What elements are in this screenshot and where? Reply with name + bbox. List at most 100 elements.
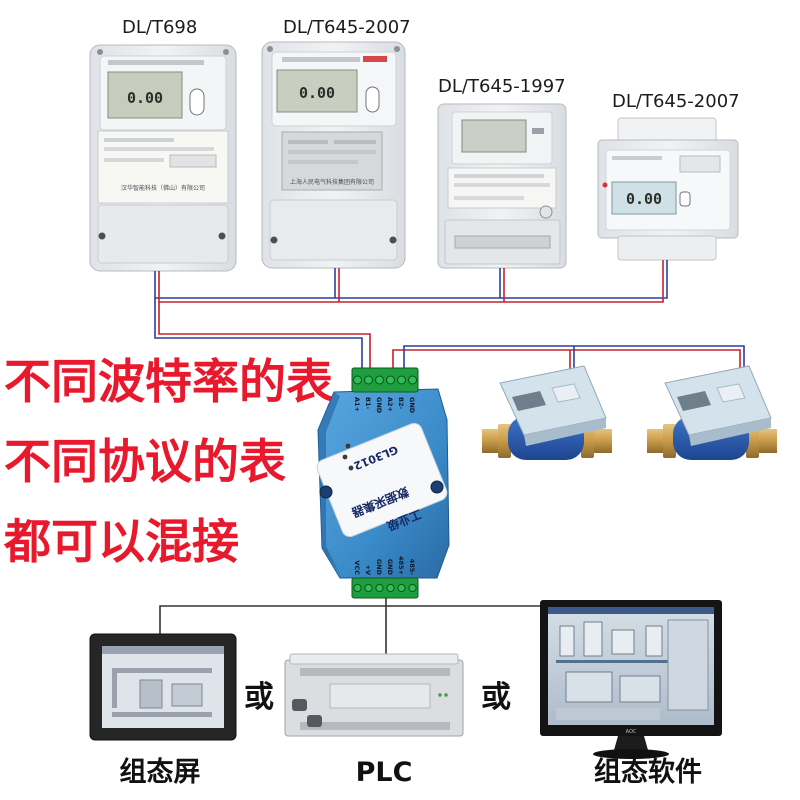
software-tank — [583, 621, 603, 657]
terminal-screw — [397, 375, 406, 385]
meter-bottom-cap — [617, 235, 717, 261]
meter-brand-mark — [363, 56, 387, 62]
led-3 — [348, 465, 354, 471]
meter-terminal-cover — [269, 199, 398, 261]
software-tank — [645, 625, 663, 657]
plc-front-cover — [329, 683, 431, 709]
rs485-bus-2 — [392, 345, 745, 372]
slogan-line-1: 不同波特率的表 — [4, 355, 333, 410]
software-unit — [565, 671, 613, 703]
bus-1-feed-a — [158, 302, 371, 369]
hmi-caption: 组态屏 — [120, 756, 201, 788]
software-status-bar — [556, 708, 660, 720]
terminal-screw — [364, 375, 373, 385]
terminal-screw — [397, 583, 406, 593]
screw — [223, 49, 229, 55]
protocol-label-2: DL/T645-2007 — [283, 17, 411, 38]
protocol-label-4: DL/T645-2007 — [612, 91, 740, 112]
nameplate-print — [454, 174, 544, 178]
meter-indicator — [532, 128, 544, 134]
meter-terminal-row — [454, 235, 551, 249]
terminal-label: B2- — [397, 397, 405, 409]
register-cover-edge — [689, 418, 771, 446]
software-title-bar — [548, 607, 714, 614]
terminal-screw — [386, 375, 395, 385]
brass-nut — [498, 424, 511, 458]
led-1 — [345, 443, 351, 449]
meter-terminal-cover — [97, 204, 229, 264]
bottom-terminal-screws — [353, 583, 417, 593]
terminal-label: GND — [375, 397, 383, 414]
monitor-stand-neck — [614, 736, 648, 750]
register-card-area — [716, 383, 746, 403]
brass-outlet — [590, 429, 612, 453]
terminal-label: GND — [408, 397, 416, 414]
software-unit — [619, 675, 661, 703]
terminal-screw — [386, 583, 395, 593]
brass-outlet — [755, 429, 777, 453]
meter-pulse-led — [602, 182, 608, 188]
collector-label-panel — [316, 422, 448, 538]
terminal-label: A2+ — [386, 397, 394, 412]
meter-button — [365, 86, 380, 113]
plc-terminal-strip — [300, 722, 450, 730]
or-label-1: 或 — [244, 680, 274, 715]
meter-header-print — [282, 57, 360, 62]
nameplate-print — [104, 158, 164, 162]
terminal-screw — [408, 583, 417, 593]
meter-lcd — [276, 69, 358, 113]
screw — [98, 232, 106, 240]
terminal-label: 485+ — [397, 556, 405, 575]
terminal-screw — [364, 583, 373, 593]
meter-lcd-reading: 0.00 — [299, 84, 335, 102]
meter-seal-knob — [539, 205, 553, 219]
screw — [270, 236, 278, 244]
screw — [389, 236, 397, 244]
slogan-line-2: 不同协议的表 — [4, 435, 286, 490]
nameplate-print — [288, 160, 358, 164]
terminal-screw — [353, 375, 362, 385]
meter-button — [679, 191, 691, 207]
software-caption: 组态软件 — [594, 756, 702, 788]
terminal-label: GND — [375, 559, 383, 576]
monitor-stand-base — [593, 749, 669, 759]
brass-nut — [663, 424, 676, 458]
hmi-pipe — [112, 712, 212, 717]
electricity-meter-4: 0.00 — [597, 117, 739, 261]
nameplate-print — [104, 147, 214, 151]
hmi-title-bar — [102, 646, 224, 654]
bus-1-wire-b — [154, 260, 668, 299]
nameplate-print — [104, 138, 174, 142]
meter-lcd-reading: 0.00 — [127, 89, 163, 107]
bottom-terminal-block — [351, 577, 419, 599]
output-bus — [159, 598, 541, 657]
water-meter-1 — [482, 365, 612, 460]
top-terminal-screws — [353, 375, 417, 385]
nameplate-print — [288, 140, 328, 144]
nameplate-barcode — [169, 154, 217, 168]
terminal-label: 485- — [408, 559, 416, 576]
mount-screw-right — [430, 480, 444, 494]
monitor-brand-logo: AOC — [626, 729, 637, 735]
screw — [97, 49, 103, 55]
rs485-bus-1 — [154, 260, 668, 369]
register-cover-edge — [524, 418, 606, 446]
terminal-label: B1- — [364, 397, 372, 409]
bus-2-wire-a — [392, 349, 741, 369]
plc-controller — [284, 653, 464, 737]
screw — [218, 232, 226, 240]
hmi-pipe — [112, 668, 212, 673]
db9-port-1 — [292, 699, 307, 711]
plc-status-led — [444, 693, 448, 697]
hmi-touch-screen — [89, 633, 237, 741]
slogan-line-3: 都可以混接 — [3, 515, 239, 570]
nameplate-print — [454, 183, 550, 187]
plc-top-ridge — [289, 653, 459, 665]
plc-status-led — [438, 693, 442, 697]
hmi-tank — [171, 683, 203, 707]
plc-caption: PLC — [356, 757, 413, 788]
terminal-screw — [353, 583, 362, 593]
water-meter-2 — [647, 365, 777, 460]
scada-monitor: AOC — [540, 600, 722, 759]
or-label-2: 或 — [481, 680, 511, 715]
